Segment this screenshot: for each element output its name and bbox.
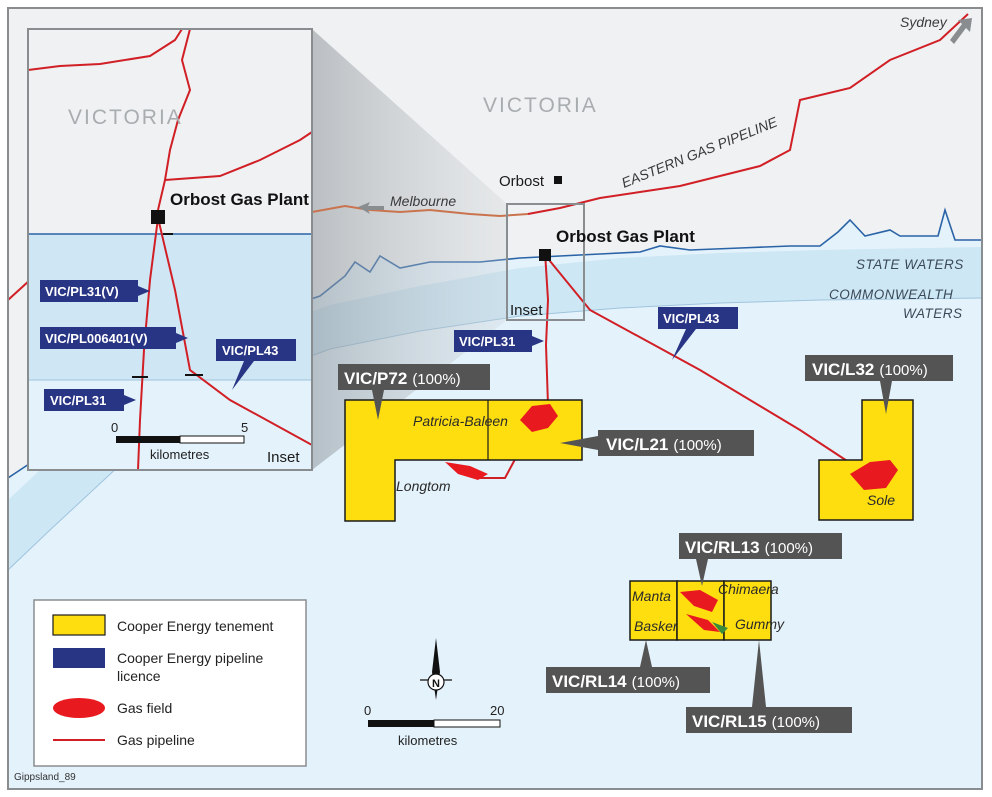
svg-text:VIC/L32(100%): VIC/L32(100%) — [812, 360, 928, 379]
inset-licence-pl43: VIC/PL43 — [216, 339, 296, 390]
tenement-label-rl15: VIC/RL15(100%) — [686, 640, 852, 733]
licence-flag-main-pl43: VIC/PL43 — [658, 307, 738, 360]
svg-text:Cooper Energy pipeline: Cooper Energy pipeline — [117, 650, 264, 666]
svg-text:0: 0 — [364, 703, 371, 718]
tenement-vic-l32 — [818, 399, 914, 521]
orbost-gas-plant-marker — [539, 249, 551, 261]
melbourne-pipeline — [311, 204, 529, 218]
gas-field-patricia-baleen — [520, 404, 558, 432]
inset-plant-label: Orbost Gas Plant — [170, 190, 309, 209]
orbost-town-marker — [554, 176, 562, 184]
tenement-label-l21: VIC/L21(100%) — [560, 430, 754, 456]
tenement-label-rl14: VIC/RL14(100%) — [546, 640, 710, 693]
pipeline-pl43 — [544, 254, 871, 477]
inset-locator-box — [506, 203, 585, 321]
svg-text:5: 5 — [241, 420, 248, 435]
inset-licence-pl31: VIC/PL31 — [44, 389, 136, 411]
orbost-gas-plant-label: Orbost Gas Plant — [556, 227, 695, 246]
place-orbost: Orbost — [499, 173, 545, 190]
inset-pipeline-pl43 — [157, 217, 312, 446]
legend-tenement-swatch — [52, 614, 106, 636]
footer-code: Gippsland_89 — [14, 772, 76, 783]
gas-field-sole — [850, 460, 898, 490]
inset-scale-bar: 0 5 kilometres — [111, 420, 248, 462]
svg-text:Cooper Energy tenement: Cooper Energy tenement — [117, 618, 274, 634]
gas-field-manta-chimaera — [680, 590, 718, 612]
svg-text:VIC/PL31(V): VIC/PL31(V) — [45, 284, 119, 299]
svg-text:Gas pipeline: Gas pipeline — [117, 732, 195, 748]
svg-text:kilometres: kilometres — [398, 733, 458, 748]
svg-text:VIC/RL14(100%): VIC/RL14(100%) — [552, 672, 680, 691]
place-sydney: Sydney — [900, 14, 948, 30]
svg-text:VIC/PL43: VIC/PL43 — [222, 343, 278, 358]
inset-region-victoria: VICTORIA — [68, 106, 183, 129]
inset-lens-beam — [312, 29, 507, 470]
inset-plant-marker — [151, 210, 165, 224]
map-frame — [7, 7, 983, 790]
gas-field-basker — [686, 614, 720, 632]
inset-licence-pl31v: VIC/PL31(V) — [40, 280, 150, 302]
commonwealth-waters-label-1: COMMONWEALTH — [829, 287, 953, 302]
svg-text:VIC/P72(100%): VIC/P72(100%) — [344, 369, 461, 388]
field-basker: Basker — [634, 618, 679, 634]
inset-box-label: Inset — [510, 302, 543, 319]
inset-title: Inset — [267, 449, 300, 466]
field-longtom: Longtom — [396, 478, 451, 494]
state-waters-label: STATE WATERS — [856, 257, 964, 272]
tenement-label-l32: VIC/L32(100%) — [805, 355, 953, 414]
tenement-label-rl13: VIC/RL13(100%) — [679, 533, 842, 586]
field-manta: Manta — [632, 588, 671, 604]
legend-licence-swatch — [53, 648, 105, 668]
inset-pipeline-east — [164, 131, 312, 181]
svg-text:licence: licence — [117, 668, 161, 684]
inset-licence-pl006401v: VIC/PL006401(V) — [40, 327, 188, 349]
field-chimaera: Chimaera — [718, 581, 779, 597]
svg-text:20: 20 — [490, 703, 504, 718]
tenement-vic-rl15 — [723, 580, 772, 641]
svg-text:N: N — [432, 678, 440, 690]
tenement-vic-rl14 — [629, 580, 678, 641]
svg-text:VIC/PL43: VIC/PL43 — [663, 311, 719, 326]
svg-text:VIC/PL31: VIC/PL31 — [459, 334, 515, 349]
licence-flag-main-pl31: VIC/PL31 — [454, 330, 544, 352]
north-arrow-icon: N — [420, 638, 452, 700]
svg-text:VIC/PL006401(V): VIC/PL006401(V) — [45, 331, 148, 346]
svg-text:VIC/RL15(100%): VIC/RL15(100%) — [692, 712, 820, 731]
legend-gas-field-swatch — [53, 698, 105, 718]
svg-text:VIC/L21(100%): VIC/L21(100%) — [606, 435, 722, 454]
field-gummy: Gummy — [735, 616, 785, 632]
inset-land — [28, 29, 312, 234]
svg-text:VIC/RL13(100%): VIC/RL13(100%) — [685, 538, 813, 557]
tenement-vic-p72 — [344, 399, 583, 522]
svg-text:Gas field: Gas field — [117, 700, 172, 716]
scale-bar-main: 0 20 kilometres — [364, 703, 504, 748]
inset-map: VICTORIA Orbost Gas Plant VIC/PL31(V) VI… — [28, 29, 312, 470]
melbourne-arrow-icon — [358, 202, 384, 214]
tenement-label-p72: VIC/P72(100%) — [338, 364, 490, 420]
place-melbourne: Melbourne — [390, 193, 456, 209]
sydney-arrow-icon — [950, 18, 972, 44]
region-victoria-main: VICTORIA — [483, 94, 598, 117]
commonwealth-waters-label-2: WATERS — [903, 306, 963, 321]
gas-field-gummy — [712, 622, 728, 634]
field-sole: Sole — [867, 492, 895, 508]
inset-frame — [27, 28, 313, 471]
svg-text:kilometres: kilometres — [150, 447, 210, 462]
field-patricia-baleen: Patricia-Baleen — [413, 413, 508, 429]
legend: Cooper Energy tenement Cooper Energy pip… — [33, 599, 307, 767]
inset-pipeline-west — [28, 29, 183, 71]
svg-text:VIC/PL31: VIC/PL31 — [50, 393, 106, 408]
svg-text:0: 0 — [111, 420, 118, 435]
eastern-gas-pipeline-line — [527, 13, 969, 215]
gas-field-longtom — [445, 462, 488, 480]
